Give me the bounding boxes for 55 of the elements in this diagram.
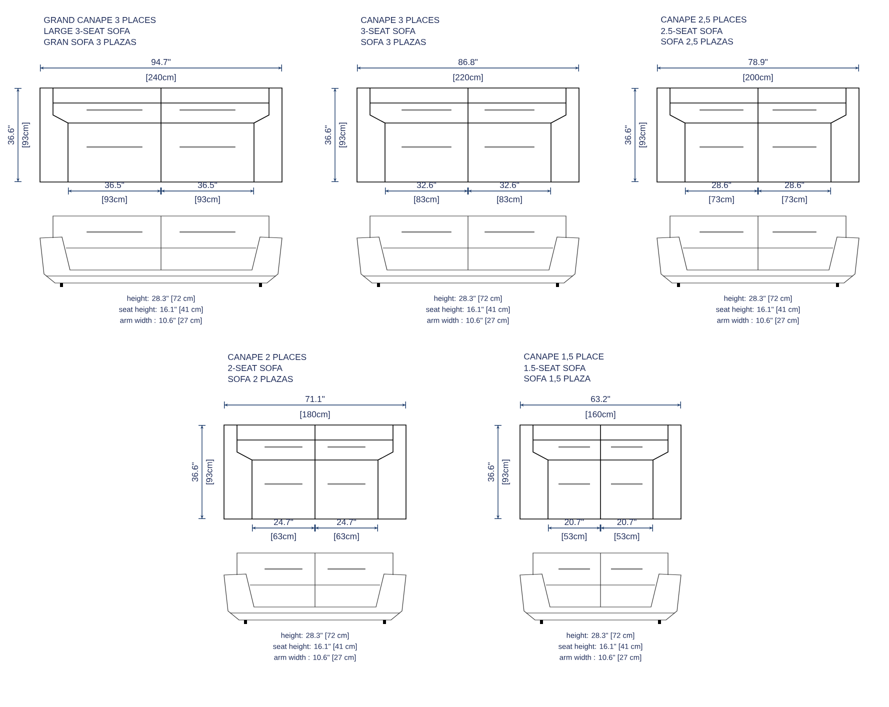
dimension-label: [93cm] bbox=[502, 460, 510, 484]
dimension-label: [73cm] bbox=[782, 196, 807, 204]
dimension-label: [83cm] bbox=[497, 196, 522, 204]
product-title: CANAPE 2,5 PLACES bbox=[661, 16, 746, 24]
product-title: GRAN SOFA 3 PLAZAS bbox=[44, 38, 136, 46]
dimension-label: 24.7" bbox=[337, 519, 356, 525]
dimension-label: [63cm] bbox=[334, 533, 359, 542]
dimension-label: [240cm] bbox=[146, 74, 176, 82]
product-title: 1.5-SEAT SOFA bbox=[524, 364, 586, 372]
dimension-label: 63.2" bbox=[591, 396, 610, 402]
dimension-label: 36.6" bbox=[488, 462, 494, 482]
product-title: GRAND CANAPE 3 PLACES bbox=[44, 16, 156, 24]
product-title: CANAPE 1,5 PLACE bbox=[524, 353, 604, 361]
dimension-label: [180cm] bbox=[300, 411, 330, 420]
dimension-label: 71.1" bbox=[306, 396, 325, 402]
dimension-label: 36.6" bbox=[324, 125, 332, 145]
dimension-label: [83cm] bbox=[414, 196, 439, 204]
dimension-label: [93cm] bbox=[206, 460, 214, 484]
product-title: CANAPE 2 PLACES bbox=[228, 354, 306, 360]
dimension-label: 36.6" bbox=[192, 462, 198, 482]
product-title: SOFA 2 PLAZAS bbox=[228, 376, 293, 382]
dimension-label: 28.6" bbox=[785, 182, 804, 188]
dimension-label: [93cm] bbox=[639, 122, 648, 148]
product-title: SOFA 1,5 PLAZA bbox=[524, 375, 591, 383]
dimension-label: [93cm] bbox=[339, 122, 348, 148]
dimension-label: [73cm] bbox=[709, 196, 734, 204]
dimension-label: [93cm] bbox=[195, 196, 220, 204]
dimension-label: 78.9" bbox=[748, 58, 768, 66]
dimension-label: [53cm] bbox=[562, 533, 586, 542]
dimension-label: 36.5" bbox=[198, 182, 218, 188]
dimension-label: 20.7" bbox=[617, 518, 636, 526]
dimension-label: 36.6" bbox=[8, 125, 14, 145]
dimension-label: [200cm] bbox=[743, 74, 773, 82]
product-title: CANAPE 3 PLACES bbox=[361, 16, 440, 24]
dimension-label: [63cm] bbox=[271, 533, 296, 542]
dimension-label: 86.8" bbox=[458, 58, 478, 66]
dimension-label: [53cm] bbox=[614, 533, 640, 542]
dimension-label: [93cm] bbox=[102, 196, 127, 204]
dimension-label: 32.6" bbox=[500, 182, 520, 188]
product-title: 2-SEAT SOFA bbox=[228, 364, 282, 372]
dimension-label: 28.6" bbox=[712, 182, 732, 188]
dimension-label: 24.7" bbox=[274, 519, 294, 525]
product-title: SOFA 2,5 PLAZAS bbox=[661, 38, 733, 46]
dimension-label: [220cm] bbox=[453, 74, 483, 82]
dimension-label: 20.7" bbox=[564, 518, 584, 526]
product-title: 3-SEAT SOFA bbox=[361, 28, 416, 34]
dimension-label: 36.5" bbox=[104, 182, 124, 188]
product-title: 2.5-SEAT SOFA bbox=[661, 28, 723, 34]
dimension-label: [160cm] bbox=[586, 411, 616, 420]
product-title: SOFA 3 PLAZAS bbox=[361, 38, 426, 46]
dimension-label: 94.7" bbox=[152, 58, 171, 66]
product-title: LARGE 3-SEAT SOFA bbox=[44, 28, 130, 34]
dimension-label: [93cm] bbox=[22, 122, 30, 148]
dimension-label: 32.6" bbox=[416, 182, 436, 188]
dimension-label: 36.6" bbox=[624, 125, 632, 145]
